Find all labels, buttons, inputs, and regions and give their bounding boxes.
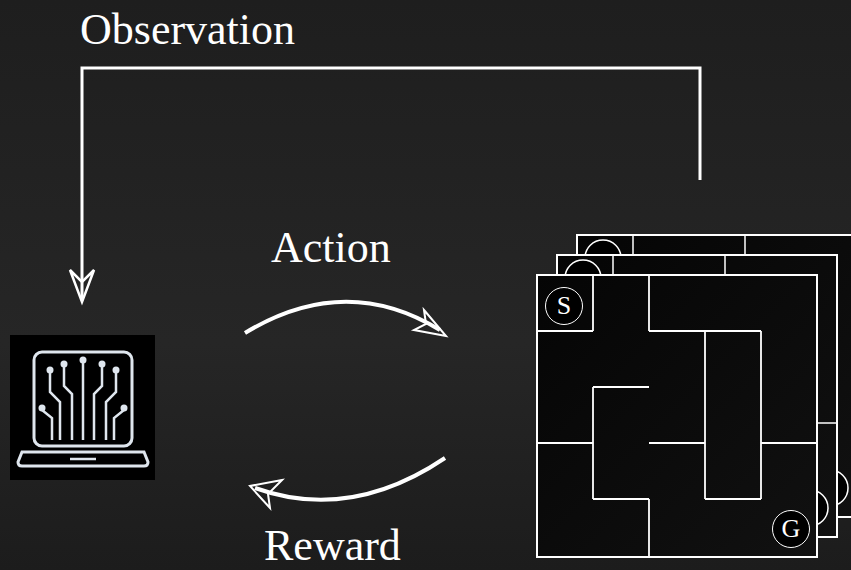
arrow-head [414,310,446,336]
arrow-head [70,270,94,302]
action-arrow [245,302,440,333]
agent-icon [10,335,155,480]
flow-label: Observation [80,8,295,52]
maze-marker: G [772,510,810,548]
maze-stack [537,235,851,557]
flow-label: Action [271,226,391,270]
marker-letter: S [557,293,571,319]
arrow-head [250,480,282,508]
maze-marker: S [545,287,583,325]
marker-letter: G [782,516,801,542]
flow-label: Reward [264,524,401,568]
